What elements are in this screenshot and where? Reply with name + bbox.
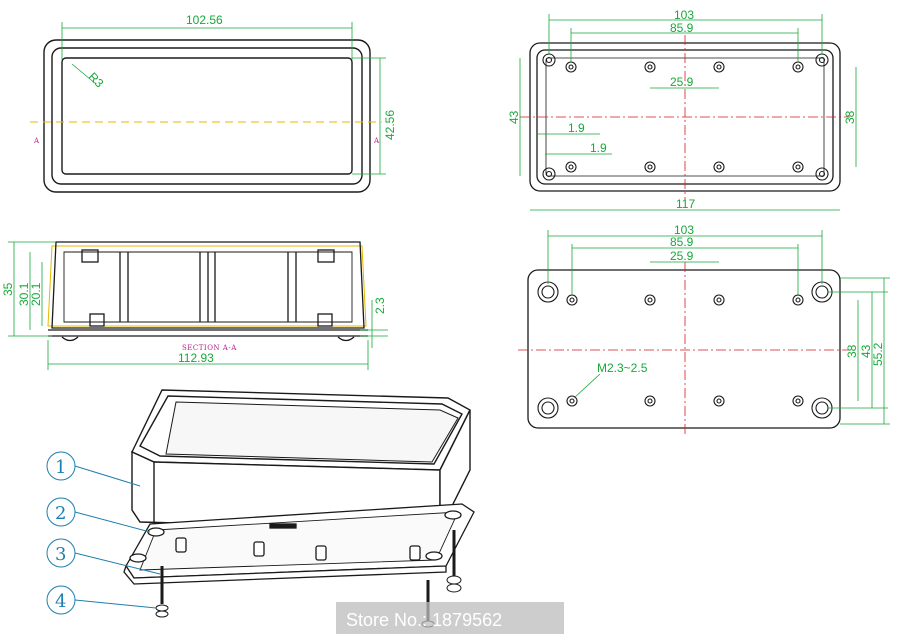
top-height-label: 42.56 <box>383 110 397 140</box>
right-bottom-width: 117 <box>676 197 695 211</box>
right-top-centerlines <box>520 35 850 200</box>
bottom-view-centerlines <box>518 262 850 436</box>
right-total-width: 103 <box>674 8 694 22</box>
part-3-label: 3 <box>55 544 66 565</box>
section-view <box>47 241 368 342</box>
wall-thickness-2: 1.9 <box>590 141 607 155</box>
part-4-label: 4 <box>55 591 66 612</box>
screw-spec-label: M2.3~2.5 <box>597 361 648 375</box>
section-height-30-1: 30.1 <box>17 282 31 306</box>
right-inner-width: 85.9 <box>670 21 694 35</box>
bottom-mid-width: 25.9 <box>670 249 694 263</box>
section-step-2-3: 2.3 <box>373 297 387 314</box>
section-title: SECTION A-A <box>182 344 237 352</box>
section-width-label: 112.93 <box>178 351 214 365</box>
section-mark-left: A <box>33 137 40 145</box>
part-1-label: 1 <box>55 457 66 478</box>
bottom-view <box>527 269 841 429</box>
store-watermark: Store No.: 1879562 <box>346 610 502 630</box>
right-height-38: 38 <box>843 110 857 124</box>
bottom-height-38: 38 <box>845 344 859 358</box>
top-width-label: 102.56 <box>186 13 223 27</box>
part-callouts <box>46 451 161 615</box>
right-top-holes <box>542 53 829 181</box>
right-height-43: 43 <box>507 110 521 124</box>
part-2-label: 2 <box>55 503 66 524</box>
bottom-total-width: 103 <box>674 223 694 237</box>
top-radius-label: R3 <box>86 70 107 91</box>
section-height-20-1: 20.1 <box>29 282 43 306</box>
isometric-base-plate <box>123 503 475 585</box>
watermark-backdrop <box>336 602 564 634</box>
bottom-height-55-2: 55.2 <box>871 342 885 366</box>
top-view <box>30 39 382 193</box>
top-view-dimensions <box>61 22 386 175</box>
bottom-inner-width: 85.9 <box>670 235 694 249</box>
right-mid-width: 25.9 <box>670 75 694 89</box>
bottom-view-dimensions <box>547 230 890 425</box>
section-mark-right: A <box>373 137 380 145</box>
section-dimensions <box>8 241 388 370</box>
wall-thickness-1: 1.9 <box>568 121 585 135</box>
section-height-35: 35 <box>1 282 15 296</box>
bottom-height-43: 43 <box>859 344 873 358</box>
right-top-dimensions <box>519 14 857 211</box>
